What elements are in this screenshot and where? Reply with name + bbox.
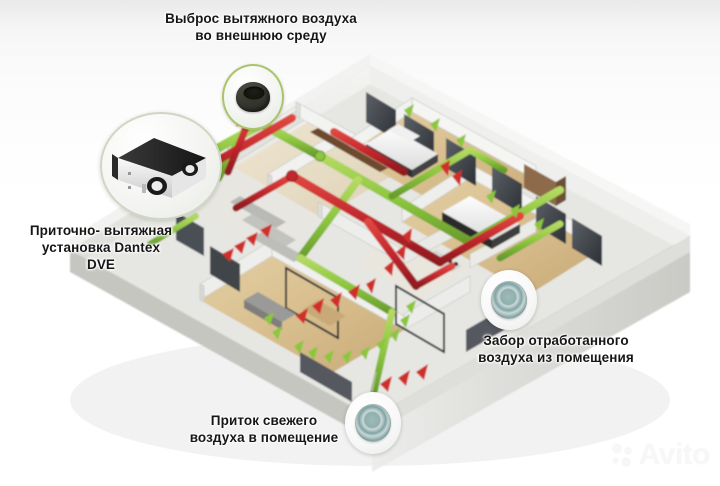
diffuser-rings [491,281,527,319]
round-diffuser-icon-supply [345,392,401,454]
exhaust-airflow-arrows [222,160,462,392]
ahu-drawing [112,138,206,198]
label-extract-room: Забор отработанного воздуха из помещения [478,333,634,365]
round-diffuser-icon-extract [481,270,537,330]
label-exhaust-outside: Выброс вытяжного воздуха во внешнюю сред… [165,11,357,43]
label-supply-room: Приток свежего воздуха в помещение [189,413,339,445]
cowl-body [236,82,270,112]
supply-airflow-arrows [264,104,544,364]
exhaust-cowl-icon [222,64,284,130]
diffuser-rings [355,404,391,442]
cowl-opening [243,86,265,100]
label-ahu-unit: Приточно- вытяжная установка Dantex DVE [29,223,173,272]
air-handling-unit-icon [100,112,222,220]
exhaust-duct-network [162,108,524,290]
